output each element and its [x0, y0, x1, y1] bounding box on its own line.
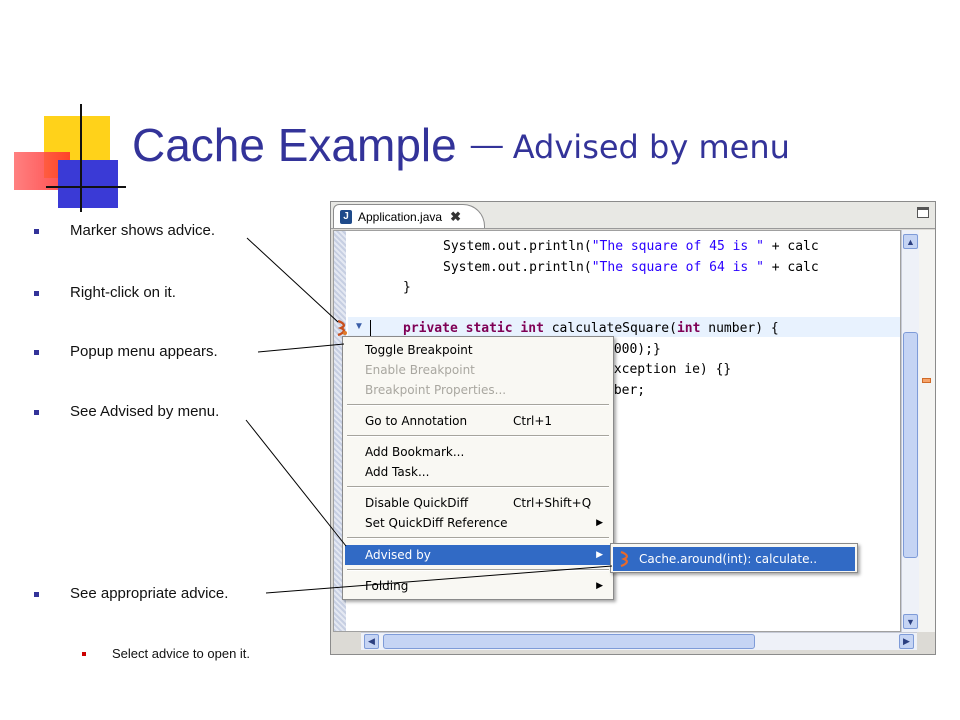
- scroll-down-icon[interactable]: ▼: [903, 614, 918, 629]
- submenu-arrow-icon: ▶: [596, 581, 603, 591]
- title-subtitle: Advised by menu: [512, 128, 790, 166]
- menu-separator: [347, 537, 609, 539]
- horizontal-scrollbar[interactable]: ◀ ▶: [361, 632, 917, 650]
- submenu-item-cache-around[interactable]: Cache.around(int): calculate..: [613, 547, 855, 571]
- bullet-text: See Advised by menu.: [70, 403, 220, 420]
- text-cursor: [370, 320, 371, 336]
- bullet-marker: [34, 410, 39, 415]
- code-line: Exception ie) {}: [606, 362, 732, 377]
- vertical-scroll-thumb[interactable]: [903, 332, 918, 558]
- slide-title: Cache Example —Advised by menu: [132, 118, 790, 172]
- title-main: Cache Example: [132, 119, 457, 171]
- submenu-arrow-icon: ▶: [596, 518, 603, 528]
- menu-item-set-quickdiff-reference[interactable]: Set QuickDiff Reference ▶: [365, 516, 603, 530]
- maximize-button[interactable]: [917, 207, 929, 218]
- menu-item-folding[interactable]: Folding ▶: [365, 579, 603, 593]
- scroll-up-icon[interactable]: ▲: [903, 234, 918, 249]
- vertical-scrollbar[interactable]: ▲ ▼: [901, 230, 919, 632]
- fold-collapse-icon[interactable]: ▼: [354, 321, 364, 332]
- bullet-marker: [34, 229, 39, 234]
- bullet-marker: [34, 291, 39, 296]
- menu-separator: [347, 404, 609, 406]
- title-dash: —: [470, 126, 503, 162]
- bullet-text: See appropriate advice.: [70, 585, 229, 602]
- sub-bullet-marker: [82, 652, 86, 656]
- code-line: private static int calculateSquare(int n…: [403, 321, 779, 336]
- scroll-right-icon[interactable]: ▶: [899, 634, 914, 649]
- shortcut-label: Ctrl+1: [513, 414, 553, 428]
- bullet-text: Popup menu appears.: [70, 343, 218, 360]
- current-line-highlight: [348, 317, 900, 337]
- sub-bullet-text: Select advice to open it.: [112, 646, 251, 661]
- context-menu: Toggle Breakpoint Enable Breakpoint Brea…: [342, 336, 614, 600]
- advised-by-submenu: Cache.around(int): calculate..: [610, 543, 858, 573]
- bullet-text: Right-click on it.: [70, 284, 176, 301]
- advice-marker-icon[interactable]: [335, 320, 349, 336]
- menu-item-add-task[interactable]: Add Task...: [365, 465, 430, 479]
- bullet-marker: [34, 350, 39, 355]
- bullet-marker: [34, 592, 39, 597]
- menu-item-disable-quickdiff[interactable]: Disable QuickDiff Ctrl+Shift+Q: [365, 496, 592, 510]
- decorative-logo: [0, 0, 140, 220]
- bullet-text: Marker shows advice.: [70, 222, 216, 239]
- advice-icon: [620, 551, 628, 567]
- logo-vertical-line: [80, 104, 82, 212]
- logo-horizontal-line: [46, 186, 126, 188]
- menu-item-enable-breakpoint[interactable]: Enable Breakpoint: [365, 363, 475, 377]
- code-line: }: [403, 280, 411, 295]
- horizontal-scroll-thumb[interactable]: [383, 634, 755, 649]
- tab-label: Application.java: [358, 209, 443, 224]
- menu-item-breakpoint-properties[interactable]: Breakpoint Properties...: [365, 383, 507, 397]
- shortcut-label: Ctrl+Shift+Q: [513, 496, 592, 510]
- menu-item-advised-by[interactable]: Advised by ▶: [345, 545, 611, 565]
- menu-item-go-to-annotation[interactable]: Go to Annotation Ctrl+1: [365, 414, 553, 428]
- logo-blue-square: [58, 160, 118, 208]
- tab-application-java[interactable]: J Application.java ✖: [333, 204, 485, 228]
- menu-item-add-bookmark[interactable]: Add Bookmark...: [365, 445, 465, 459]
- menu-separator: [347, 435, 609, 437]
- editor-tab-bar: J Application.java ✖: [331, 202, 935, 229]
- menu-separator: [347, 486, 609, 488]
- code-line: System.out.println("The square of 45 is …: [443, 239, 819, 254]
- code-line: System.out.println("The square of 64 is …: [443, 260, 819, 275]
- overview-ruler: [919, 230, 935, 632]
- code-area: System.out.println("The square of 45 is …: [366, 231, 900, 631]
- submenu-arrow-icon: ▶: [596, 550, 603, 560]
- close-icon[interactable]: ✖: [450, 208, 461, 224]
- java-file-icon: J: [340, 209, 352, 224]
- callout-line: [246, 237, 339, 323]
- code-line: mber;: [606, 383, 646, 398]
- menu-separator: [347, 569, 609, 571]
- menu-item-toggle-breakpoint[interactable]: Toggle Breakpoint: [365, 343, 473, 357]
- overview-marker[interactable]: [922, 378, 931, 383]
- code-line: 7000);}: [606, 342, 661, 357]
- scroll-left-icon[interactable]: ◀: [364, 634, 379, 649]
